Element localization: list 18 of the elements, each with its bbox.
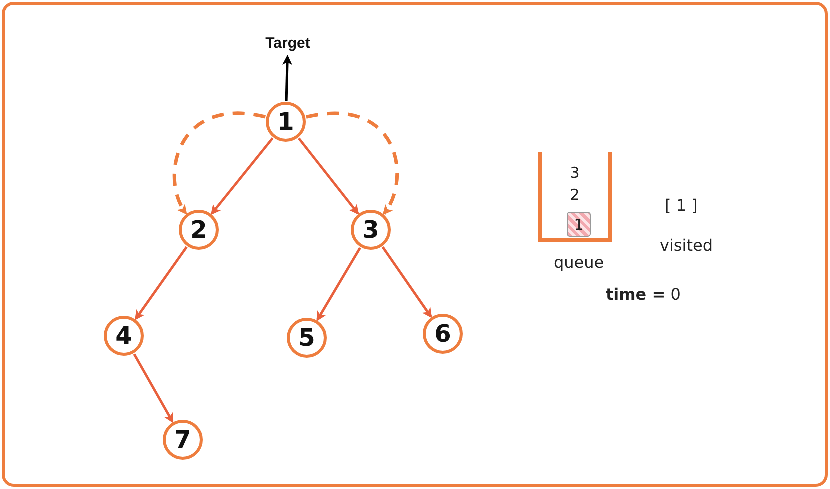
arrow	[133, 354, 174, 424]
arrow	[382, 246, 432, 318]
queue-item: 1	[567, 212, 591, 237]
arrow	[298, 138, 360, 216]
dashed-arrow	[306, 112, 399, 216]
dashed-arrow	[173, 112, 266, 216]
queue-value: 2	[570, 185, 580, 206]
queue-container	[538, 152, 612, 242]
state-label: visited	[660, 236, 713, 255]
queue-value: 3	[570, 163, 580, 184]
arrow	[134, 246, 188, 320]
queue-caption: queue	[554, 253, 604, 272]
state-label: time = 0	[606, 285, 681, 304]
arrow	[210, 138, 274, 216]
arrow	[282, 55, 292, 102]
target-label: Target	[256, 35, 320, 55]
arrow	[316, 247, 362, 322]
state-label: [ 1 ]	[665, 196, 698, 215]
